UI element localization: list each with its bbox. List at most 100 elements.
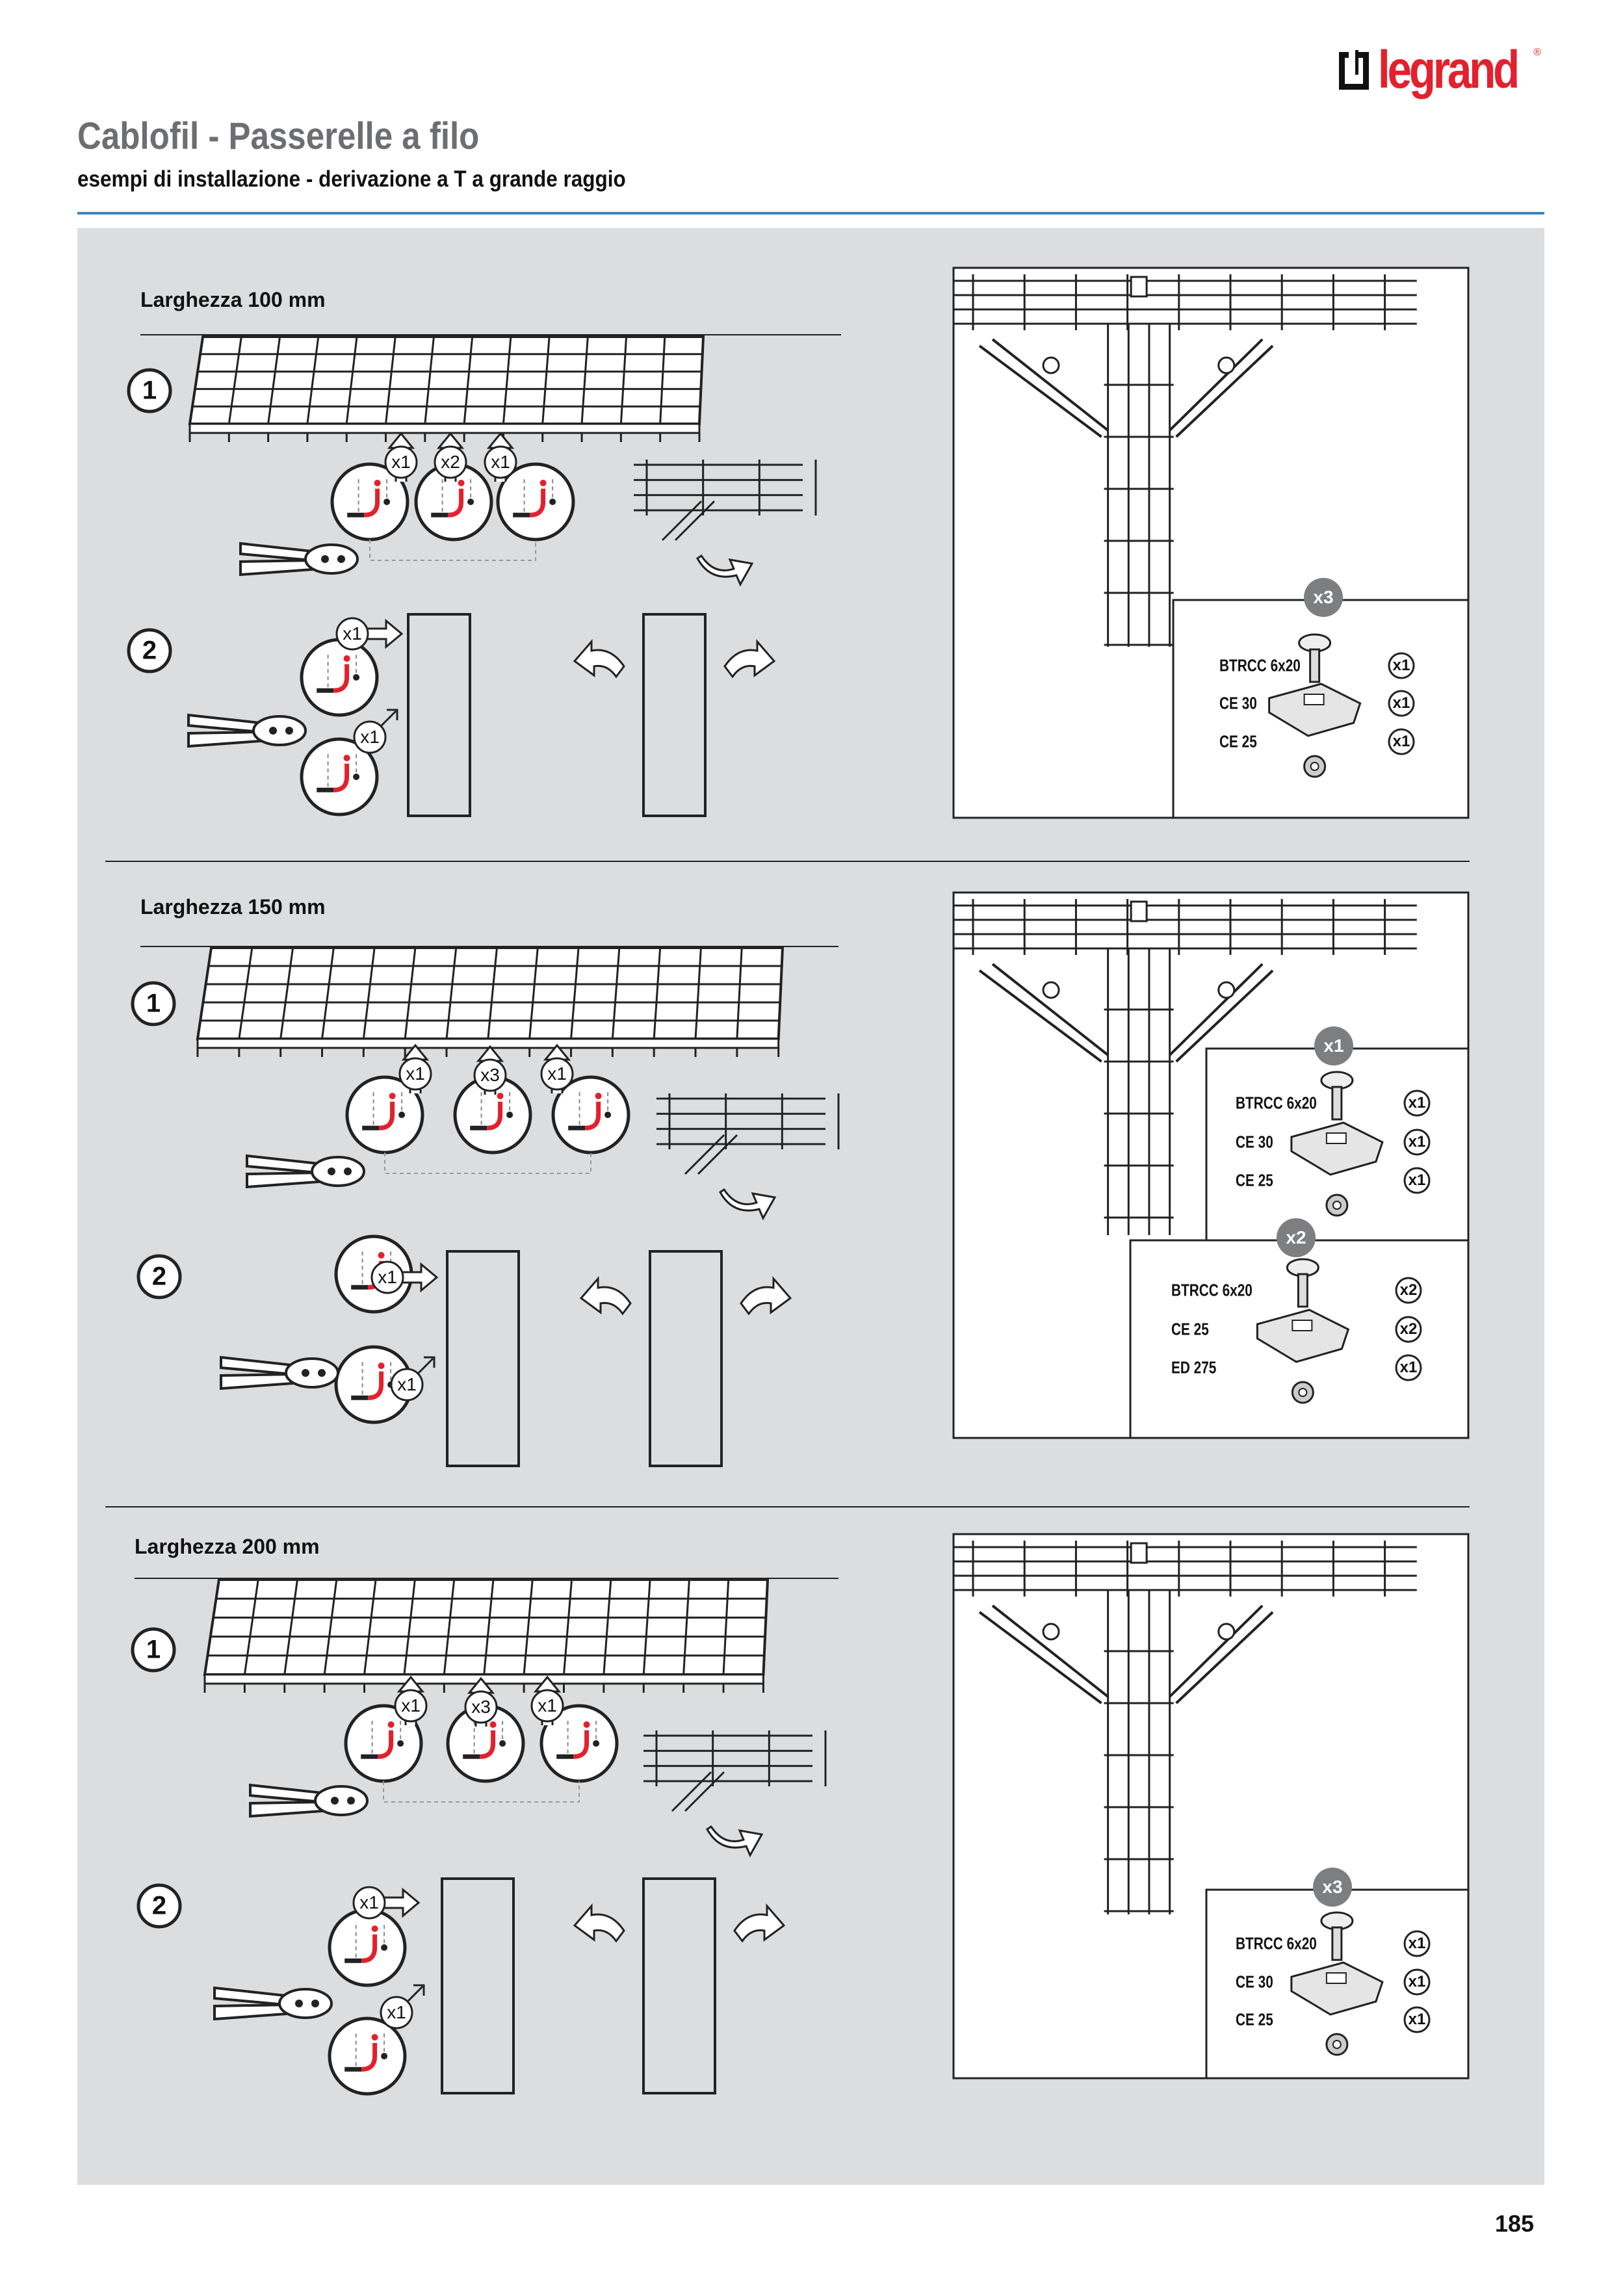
guide-line: [383, 1781, 580, 1803]
side-cut-detail-0: [300, 638, 379, 717]
clamp-joint: [1042, 1623, 1060, 1641]
curved-arrow-icon: [719, 1188, 777, 1221]
nut-hole: [1332, 2040, 1342, 2049]
large-radius-wire-right: [1169, 1604, 1274, 1704]
wire-dot: [499, 1740, 506, 1747]
badge-circle: [390, 1368, 424, 1402]
cutter-head: [314, 1785, 369, 1816]
cut-count-badge-arrow: [473, 1045, 507, 1095]
vertical-tray-outline: [446, 1250, 520, 1467]
step-circle: [131, 1627, 176, 1673]
cut-count-badge: x1: [391, 452, 411, 472]
wire-cutter-icon: [187, 713, 307, 748]
part-name: CE 30: [1236, 1972, 1273, 1992]
wire-dot: [593, 1740, 600, 1747]
side-cut-count-badge-arrow: [370, 1260, 439, 1294]
clamp-icon: [1290, 1961, 1384, 2016]
bolt-icon: [1331, 1926, 1343, 1961]
guide-line: [361, 1362, 392, 1398]
cutter-handles: [249, 1783, 323, 1818]
clamp-joint: [1042, 356, 1060, 374]
wire-dot: [398, 1112, 406, 1118]
detail-circle: [551, 1075, 630, 1155]
bend-left-arrow-icon: [579, 1275, 632, 1316]
cutter-handles: [213, 1986, 287, 2021]
right-arrow-icon: [365, 618, 404, 649]
nut-hole: [1332, 1201, 1342, 1210]
cutter-pivot: [344, 1168, 352, 1175]
cut-count-badge: x3: [480, 1065, 500, 1085]
cut-count-badge-arrow: [434, 432, 467, 482]
detail-circle: [328, 2016, 407, 2096]
clamp-hole: [1325, 1132, 1347, 1144]
cut-point: [539, 480, 547, 486]
badge-circle: [384, 445, 418, 479]
vertical-tray-outline: [441, 1877, 515, 2094]
step-1-number: 1: [146, 989, 161, 1018]
guide-line: [441, 479, 472, 515]
large-radius-wire-left: [978, 1604, 1109, 1704]
part-quantity: x1: [1392, 657, 1410, 674]
large-radius-wire-right: [1169, 963, 1274, 1063]
diagonal-arrow-icon: [378, 709, 398, 729]
cut-wire-red: [448, 488, 464, 517]
right-arrow-icon: [382, 1887, 421, 1918]
cutter-pivot: [295, 2000, 303, 2007]
bend-left-arrow-icon: [573, 638, 625, 679]
guide-line: [327, 655, 357, 691]
page-number: 185: [1495, 2210, 1535, 2237]
wire-cutter-icon: [239, 541, 359, 577]
guide-line: [371, 1721, 402, 1757]
cut-count-badge-arrow: [384, 432, 418, 482]
cut-wire-red: [379, 1101, 395, 1130]
section-width-label: Larghezza 150 mm: [140, 895, 326, 919]
side-cut-count-badge: x1: [360, 727, 380, 747]
wire-cutter-icon: [246, 1154, 365, 1189]
clamp-icon: [1268, 683, 1362, 737]
guide-line: [327, 754, 357, 790]
undefined: [649, 1250, 723, 1467]
undefined: [441, 1877, 515, 2094]
cutter-pivot: [311, 2000, 319, 2007]
cut-wire-red: [573, 1730, 590, 1759]
side-cut-detail-1: [300, 737, 379, 816]
wire-dot: [381, 1944, 388, 1951]
part-quantity: x1: [1408, 1935, 1426, 1952]
step-1-number: 1: [146, 1635, 161, 1664]
step-circle: [127, 628, 172, 673]
wire-dot: [381, 2053, 388, 2059]
clamp-joint: [1130, 1542, 1148, 1564]
cut-point: [371, 2034, 378, 2041]
detail-circle: [300, 737, 379, 816]
cut-point: [378, 1363, 385, 1369]
legrand-logo-mark-icon: [1339, 50, 1369, 90]
curved-arrow-icon: [696, 554, 754, 587]
step-circle: [131, 981, 176, 1026]
part-qty-circle: [1388, 690, 1415, 717]
nut-hole: [1310, 762, 1319, 771]
tray-wire: [570, 947, 580, 1039]
cutter-head: [304, 543, 359, 575]
cut-wire-red: [333, 664, 350, 693]
badge-circle: [352, 1886, 386, 1920]
bolt-icon: [1331, 1086, 1343, 1121]
side-cut-count-badge: x1: [397, 1374, 417, 1394]
part-quantity: x1: [1408, 1133, 1426, 1151]
wire-dot: [467, 499, 474, 505]
guide-line: [355, 1925, 385, 1961]
parts-group-count: x1: [1323, 1036, 1344, 1056]
page-title: Cablofil - Passerelle a filo: [77, 115, 480, 157]
tray-side-rail: [188, 423, 701, 434]
wire-dot: [383, 499, 391, 505]
guide-line: [372, 1092, 403, 1128]
vertical-tray-outline: [649, 1250, 723, 1467]
tray-wire: [279, 947, 294, 1039]
tray-wire: [487, 947, 498, 1039]
cut-count-badge: x3: [471, 1697, 491, 1717]
part-qty-circle: [1388, 652, 1415, 679]
cut-point: [387, 1721, 395, 1728]
curved-arrow-icon: [706, 1825, 764, 1858]
tray-wire: [267, 336, 281, 424]
